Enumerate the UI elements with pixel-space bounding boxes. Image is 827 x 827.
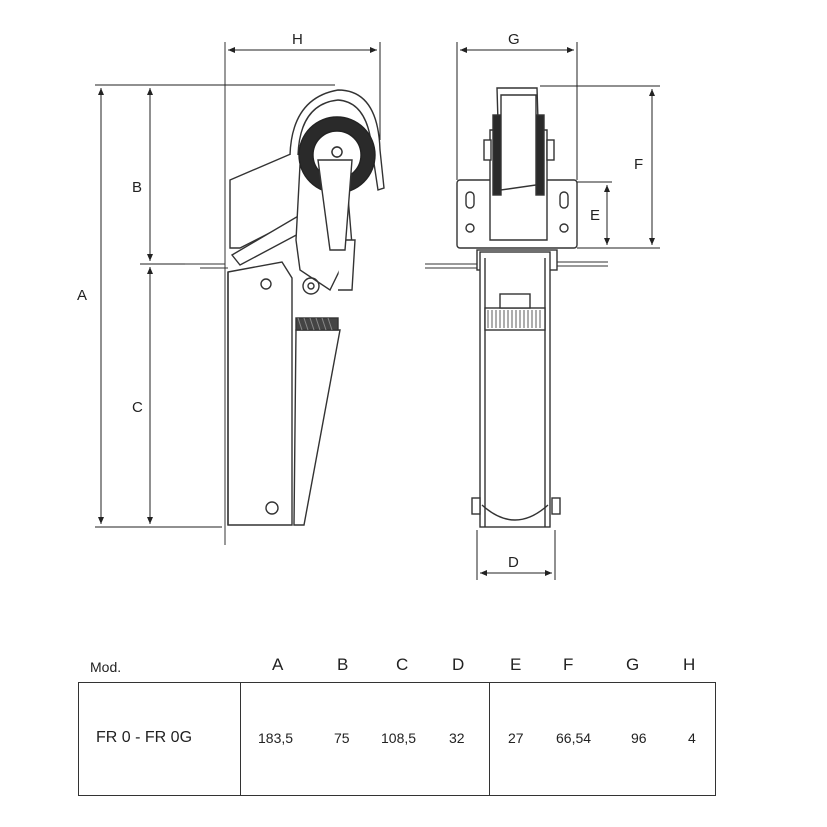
front-view-dimensions	[456, 42, 660, 580]
col-header-b: B	[337, 655, 349, 674]
col-header-h: H	[683, 655, 696, 674]
cell-f: 66,54	[556, 730, 592, 746]
dim-label-h: H	[292, 31, 303, 48]
row-model: FR 0 - FR 0G	[96, 729, 193, 746]
cell-d: 32	[449, 730, 465, 746]
cell-e: 27	[508, 730, 524, 746]
dim-label-d: D	[508, 554, 519, 571]
mod-header: Mod.	[90, 659, 122, 675]
technical-drawing: A B C H	[77, 31, 660, 580]
dim-label-e: E	[590, 207, 600, 224]
cell-c: 108,5	[381, 730, 417, 746]
col-header-d: D	[452, 655, 465, 674]
dim-label-c: C	[132, 399, 143, 416]
col-header-a: A	[272, 655, 284, 674]
cell-a: 183,5	[258, 730, 294, 746]
col-header-c: C	[396, 655, 409, 674]
dim-label-b: B	[132, 179, 142, 196]
dim-label-f: F	[634, 156, 643, 173]
side-view-dimensions	[95, 42, 381, 528]
cell-g: 96	[631, 730, 647, 746]
cell-h: 4	[688, 730, 696, 746]
cell-b: 75	[334, 730, 350, 746]
dim-label-a: A	[77, 287, 87, 304]
front-view	[425, 87, 608, 528]
col-header-f: F	[563, 655, 574, 674]
table-divider	[489, 683, 490, 795]
spec-table	[78, 682, 716, 796]
col-header-g: G	[626, 655, 640, 674]
table-divider	[240, 683, 241, 795]
dim-label-g: G	[508, 31, 520, 48]
col-header-e: E	[510, 655, 522, 674]
side-view	[185, 42, 385, 545]
